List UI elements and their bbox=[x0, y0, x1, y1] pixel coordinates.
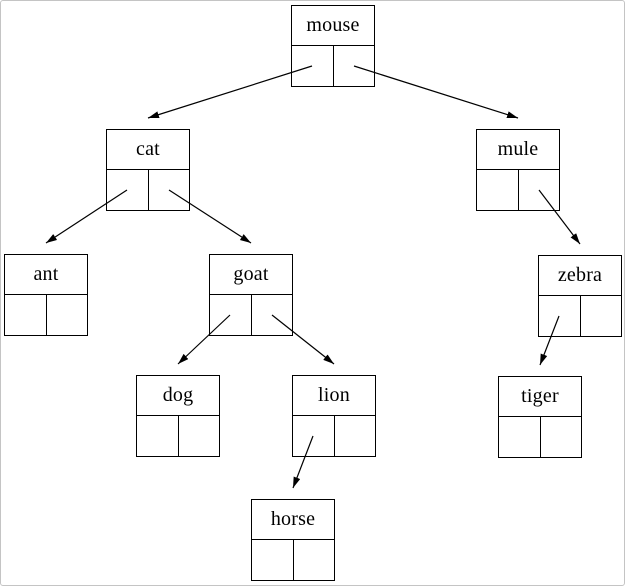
left-pointer-cell bbox=[210, 295, 252, 335]
right-pointer-cell bbox=[335, 416, 376, 456]
pointer-cells bbox=[5, 295, 87, 335]
left-pointer-cell bbox=[252, 540, 294, 580]
node-label: zebra bbox=[539, 256, 621, 296]
tree-node-cat: cat bbox=[106, 129, 190, 211]
left-pointer-cell bbox=[5, 295, 47, 335]
node-label: horse bbox=[252, 500, 334, 540]
left-pointer-cell bbox=[107, 170, 149, 210]
tree-node-horse: horse bbox=[251, 499, 335, 581]
node-label: ant bbox=[5, 255, 87, 295]
right-pointer-cell bbox=[47, 295, 88, 335]
right-pointer-cell bbox=[519, 170, 560, 210]
left-pointer-cell bbox=[499, 417, 541, 457]
tree-node-ant: ant bbox=[4, 254, 88, 336]
node-label: mouse bbox=[292, 6, 374, 46]
right-pointer-cell bbox=[294, 540, 335, 580]
pointer-cells bbox=[107, 170, 189, 210]
node-label: cat bbox=[107, 130, 189, 170]
left-pointer-cell bbox=[293, 416, 335, 456]
node-label: dog bbox=[137, 376, 219, 416]
right-pointer-cell bbox=[334, 46, 375, 86]
right-pointer-cell bbox=[541, 417, 582, 457]
pointer-cells bbox=[137, 416, 219, 456]
pointer-cells bbox=[292, 46, 374, 86]
node-label: goat bbox=[210, 255, 292, 295]
pointer-cells bbox=[293, 416, 375, 456]
tree-node-zebra: zebra bbox=[538, 255, 622, 337]
tree-node-lion: lion bbox=[292, 375, 376, 457]
node-label: mule bbox=[477, 130, 559, 170]
tree-node-tiger: tiger bbox=[498, 376, 582, 458]
left-pointer-cell bbox=[292, 46, 334, 86]
left-pointer-cell bbox=[477, 170, 519, 210]
right-pointer-cell bbox=[252, 295, 293, 335]
right-pointer-cell bbox=[149, 170, 190, 210]
tree-node-goat: goat bbox=[209, 254, 293, 336]
node-label: tiger bbox=[499, 377, 581, 417]
left-pointer-cell bbox=[137, 416, 179, 456]
tree-node-mouse: mouse bbox=[291, 5, 375, 87]
tree-node-dog: dog bbox=[136, 375, 220, 457]
right-pointer-cell bbox=[179, 416, 220, 456]
pointer-cells bbox=[499, 417, 581, 457]
pointer-cells bbox=[539, 296, 621, 336]
pointer-cells bbox=[477, 170, 559, 210]
pointer-cells bbox=[252, 540, 334, 580]
pointer-cells bbox=[210, 295, 292, 335]
right-pointer-cell bbox=[581, 296, 622, 336]
left-pointer-cell bbox=[539, 296, 581, 336]
node-label: lion bbox=[293, 376, 375, 416]
tree-node-mule: mule bbox=[476, 129, 560, 211]
